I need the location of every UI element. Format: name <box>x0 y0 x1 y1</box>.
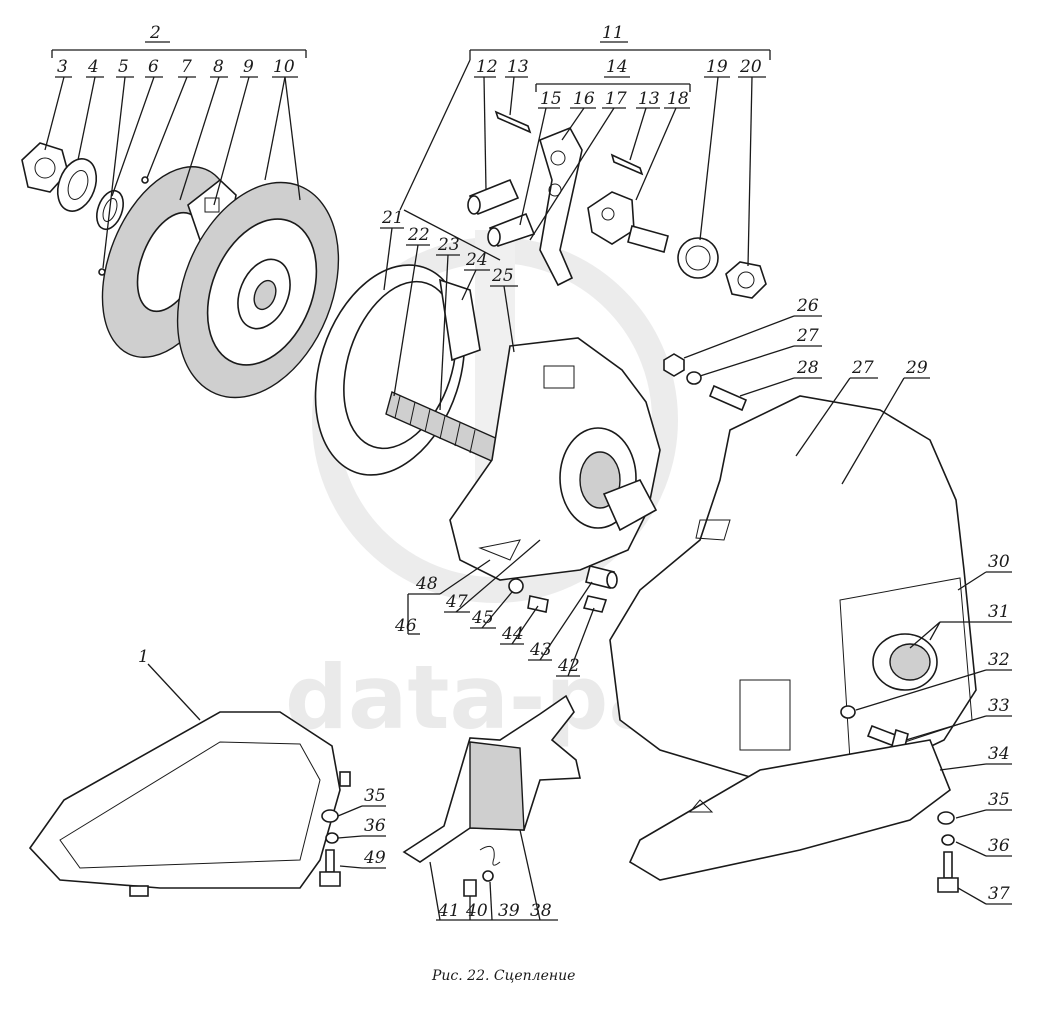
label-38: 38 <box>530 901 552 921</box>
part-38-release-fork <box>402 694 581 863</box>
label-48: 48 <box>415 574 438 594</box>
label-46: 46 <box>394 616 417 636</box>
label-10: 10 <box>273 57 295 77</box>
part-27-washer <box>686 371 702 385</box>
label-8: 8 <box>213 57 224 77</box>
label-45: 45 <box>471 608 494 628</box>
part-10-driven-disc <box>176 181 340 399</box>
label-49: 49 <box>363 848 386 868</box>
part-34-lower-cover <box>628 739 951 881</box>
label-47: 47 <box>445 592 468 612</box>
label-11: 11 <box>602 23 624 43</box>
part-36b-washer <box>325 832 339 844</box>
label-36b: 36 <box>364 816 386 836</box>
label-27b: 27 <box>851 358 874 378</box>
label-28: 28 <box>796 358 819 378</box>
label-40: 40 <box>465 901 488 921</box>
part-49-bolt <box>319 849 341 887</box>
label-30: 30 <box>988 552 1010 572</box>
label-15: 15 <box>540 89 562 109</box>
part-43-bushing <box>585 565 618 589</box>
label-29: 29 <box>905 358 928 378</box>
part-44-bolt <box>527 595 549 613</box>
label-31: 31 <box>988 602 1010 622</box>
label-22: 22 <box>407 225 430 245</box>
label-32: 32 <box>988 650 1010 670</box>
part-25-housing-cover <box>449 337 661 581</box>
part-18-clevis <box>587 191 669 253</box>
part-28-stud <box>708 384 748 412</box>
part-37-bolt <box>937 851 959 893</box>
label-6: 6 <box>148 57 159 77</box>
label-14: 14 <box>606 57 628 77</box>
label-13b: 13 <box>638 89 660 109</box>
part-45-washer <box>508 578 524 594</box>
part-12-bushing <box>467 178 520 216</box>
part-labels: 2 3 4 5 6 7 8 9 10 11 12 13 14 15 16 17 … <box>57 23 1010 921</box>
part-13-cotter-pin <box>494 110 532 134</box>
label-20: 20 <box>739 57 762 77</box>
part-13b-cotter-pin <box>610 153 644 176</box>
label-5: 5 <box>118 57 129 77</box>
part-35a-washer <box>937 811 955 825</box>
label-37: 37 <box>988 884 1010 904</box>
part-42-pin <box>582 595 608 613</box>
part-36a-washer <box>941 834 955 846</box>
label-36a: 36 <box>988 836 1010 856</box>
label-7: 7 <box>181 57 192 77</box>
label-27a: 27 <box>796 326 819 346</box>
label-35b: 35 <box>364 786 386 806</box>
part-16-lever <box>539 126 583 287</box>
part-26-nut <box>663 353 685 377</box>
label-43: 43 <box>529 640 552 660</box>
label-12: 12 <box>476 57 498 77</box>
part-35b-washer <box>321 809 339 823</box>
part-4-seal <box>56 158 98 212</box>
label-13a: 13 <box>507 57 529 77</box>
label-1: 1 <box>138 647 149 667</box>
figure-caption: Рис. 22. Сцепление <box>431 968 575 984</box>
label-25: 25 <box>491 266 514 286</box>
part-32-washer <box>840 705 856 719</box>
label-39: 39 <box>498 901 520 921</box>
label-21: 21 <box>381 208 404 228</box>
label-2: 2 <box>149 23 161 43</box>
part-24-retainer <box>439 278 481 362</box>
label-23: 23 <box>437 235 460 255</box>
label-3: 3 <box>57 57 68 77</box>
leader-lines <box>44 41 1012 921</box>
part-19-spring <box>677 237 719 279</box>
part-20-nut <box>725 261 767 299</box>
label-16: 16 <box>573 89 595 109</box>
label-26: 26 <box>796 296 819 316</box>
part-3-plate <box>21 142 69 193</box>
label-17: 17 <box>605 89 627 109</box>
label-24: 24 <box>465 250 488 270</box>
label-19: 19 <box>706 57 728 77</box>
label-18: 18 <box>667 89 689 109</box>
label-35a: 35 <box>988 790 1010 810</box>
label-33: 33 <box>988 696 1010 716</box>
label-4: 4 <box>87 57 99 77</box>
part-1-lower-cover <box>28 711 351 897</box>
label-41: 41 <box>437 901 460 921</box>
part-7-rivet <box>141 176 149 184</box>
part-30-bellhousing <box>609 395 977 781</box>
part-39-spring-clip <box>479 845 501 882</box>
part-40-bolt <box>463 879 477 897</box>
label-42: 42 <box>557 656 580 676</box>
label-44: 44 <box>501 624 524 644</box>
label-9: 9 <box>243 57 254 77</box>
label-34: 34 <box>988 744 1010 764</box>
